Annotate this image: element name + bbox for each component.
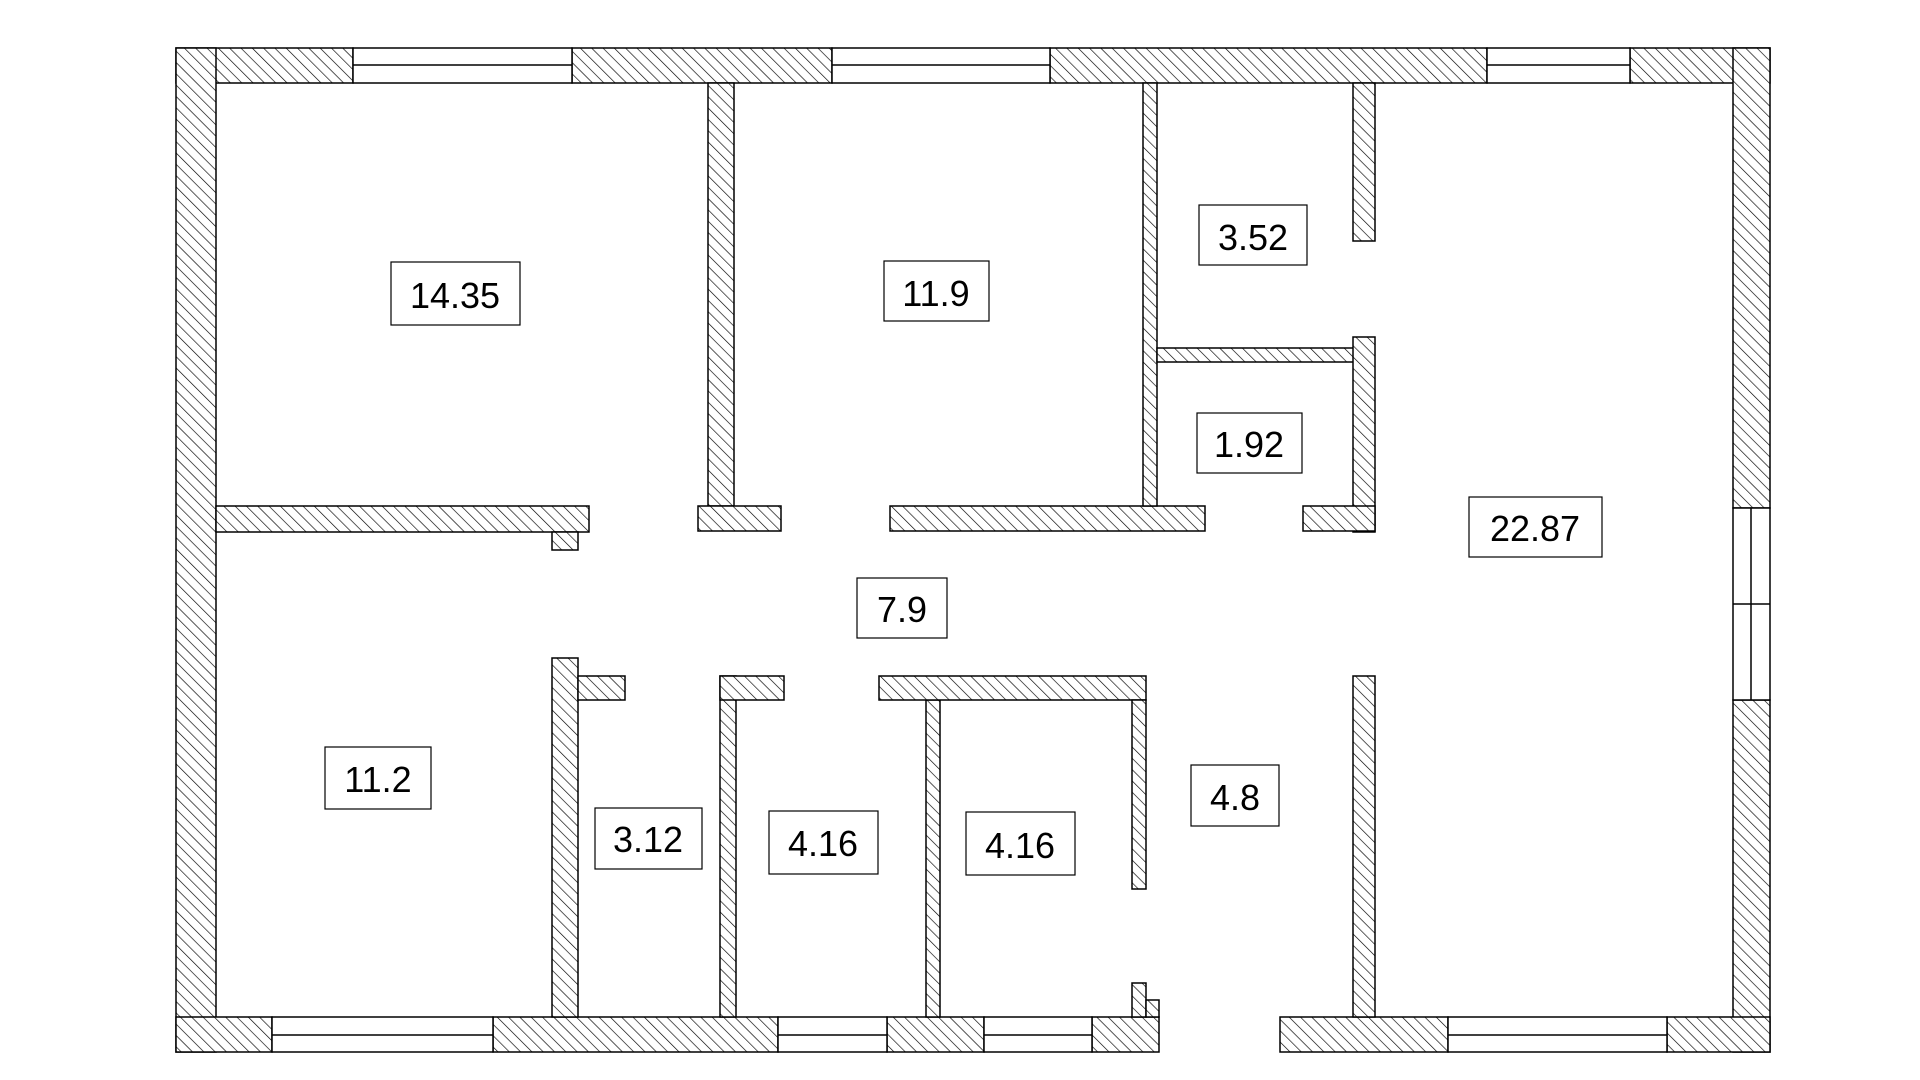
wall-v-bathb-right-low <box>1131 982 1147 1018</box>
area-value: 11.9 <box>902 273 969 314</box>
area-value: 3.12 <box>613 819 683 860</box>
wall-bottom-1 <box>175 1016 273 1053</box>
window-bottom-2 <box>777 1016 888 1053</box>
area-label-room-bath-a: 4.16 <box>768 810 879 875</box>
wall-v-right-top <box>1352 82 1376 242</box>
wall-h-small <box>1156 347 1356 363</box>
wall-bottom-4 <box>1091 1016 1160 1053</box>
wall-v-bottomleft <box>551 657 579 1018</box>
area-label-room-hall: 7.9 <box>856 577 948 639</box>
wall-h-left <box>215 505 590 533</box>
area-label-room-corridor: 4.8 <box>1190 764 1280 827</box>
area-value: 3.52 <box>1218 217 1288 258</box>
wall-v-bath <box>925 699 941 1018</box>
area-label-room-bath-b: 4.16 <box>965 811 1076 876</box>
window-top-1 <box>352 47 573 84</box>
outer-walls <box>175 47 1771 1053</box>
wall-h-small-foot <box>1302 505 1376 532</box>
wall-v-bathb-stub <box>1145 999 1160 1018</box>
window-right <box>1732 507 1771 701</box>
area-label-room-narrow: 3.12 <box>594 807 703 870</box>
windows <box>271 47 1771 1053</box>
wall-right-1 <box>1732 47 1771 509</box>
wall-v-bathb-right <box>1131 699 1147 890</box>
wall-h-bottomleft-stub <box>577 675 626 701</box>
interior-walls <box>215 82 1376 1018</box>
area-value: 22.87 <box>1490 508 1580 549</box>
area-label-room-small-top: 3.52 <box>1198 204 1308 266</box>
wall-bottom-2 <box>492 1016 779 1053</box>
area-value: 4.16 <box>788 823 858 864</box>
wall-v-topleft <box>707 82 735 507</box>
wall-v-center-right <box>1142 82 1158 507</box>
wall-right-2 <box>1732 699 1771 1053</box>
wall-bottom-5 <box>1279 1016 1449 1053</box>
area-value: 11.2 <box>344 759 411 800</box>
wall-bottom-6 <box>1666 1016 1771 1053</box>
wall-top-2 <box>571 47 833 84</box>
area-label-room-bottom-left: 11.2 <box>324 746 432 810</box>
wall-left <box>175 47 217 1053</box>
window-bottom-3 <box>983 1016 1093 1053</box>
wall-h-bath <box>878 675 1147 701</box>
wall-v-right-low <box>1352 675 1376 1018</box>
area-label-room-top-center: 11.9 <box>883 260 990 322</box>
wall-v-narrow <box>719 675 737 1018</box>
wall-h-narrow-stub <box>719 675 785 701</box>
area-value: 7.9 <box>877 589 927 630</box>
area-labels: 14.35 11.9 3.52 1.92 22.87 7.9 11.2 3.1 <box>324 204 1603 876</box>
wall-v-right-mid <box>1352 336 1376 533</box>
window-bottom-4 <box>1447 1016 1668 1053</box>
window-top-2 <box>831 47 1051 84</box>
wall-h-left-stub <box>551 531 579 551</box>
area-label-room-top-left: 14.35 <box>390 261 521 326</box>
wall-bottom-3 <box>886 1016 985 1053</box>
wall-v-topleft-foot <box>697 505 782 532</box>
area-label-room-right-large: 22.87 <box>1468 496 1603 558</box>
area-value: 4.8 <box>1210 777 1260 818</box>
area-label-room-small-mid: 1.92 <box>1196 412 1303 474</box>
window-top-3 <box>1486 47 1631 84</box>
area-value: 14.35 <box>410 275 500 316</box>
area-value: 1.92 <box>1214 424 1284 465</box>
window-bottom-1 <box>271 1016 494 1053</box>
wall-top-3 <box>1049 47 1488 84</box>
area-value: 4.16 <box>985 825 1055 866</box>
wall-h-center <box>889 505 1206 532</box>
